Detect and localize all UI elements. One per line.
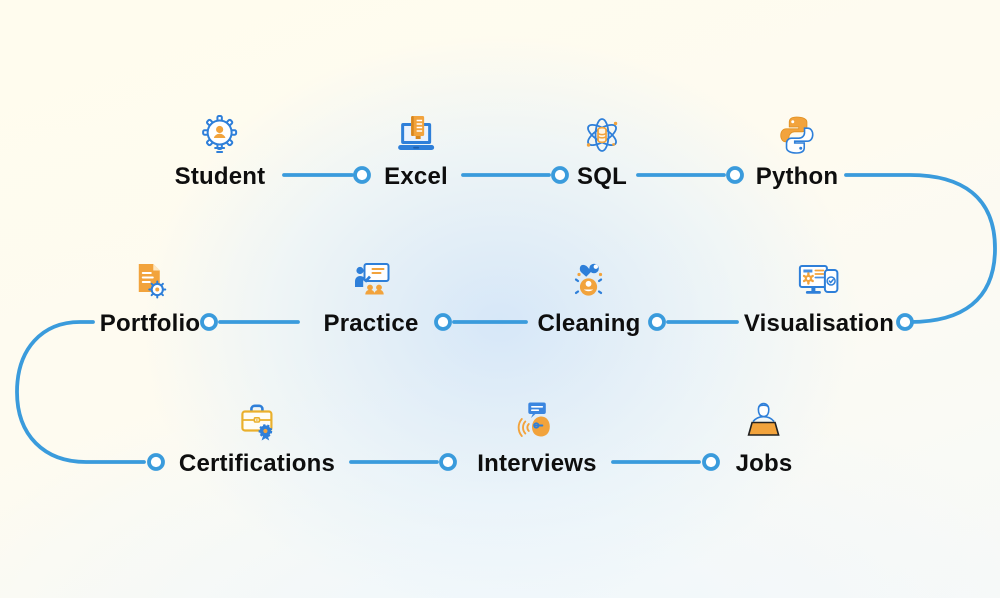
bug-body — [580, 278, 598, 296]
student-gear-icon — [196, 111, 244, 159]
node-ring-visualisation — [896, 313, 914, 331]
node-ring-sql — [551, 166, 569, 184]
briefcase-handle — [250, 404, 264, 412]
node-label-interviews: Interviews — [477, 450, 597, 477]
node-visualisation: Visualisation — [744, 258, 894, 338]
node-ring-cleaning — [648, 313, 666, 331]
node-label-certifications: Certifications — [178, 450, 336, 477]
briefcase-badge-icon — [233, 398, 281, 446]
node-practice: Practice — [324, 258, 419, 338]
node-label-student: Student — [174, 163, 266, 190]
person-desk-icon — [740, 398, 788, 446]
phone-check — [824, 269, 839, 293]
node-label-visualisation: Visualisation — [743, 310, 895, 337]
connector-python-visualisation-curve — [844, 173, 997, 324]
sound-waves — [517, 418, 530, 437]
notebook — [411, 116, 424, 139]
desk — [747, 421, 781, 436]
python-bottom-half — [786, 127, 814, 154]
bulb-base-lines — [214, 147, 226, 153]
rosette-badge — [258, 424, 273, 441]
node-sql: SQL — [577, 111, 627, 191]
node-student: Student — [175, 111, 266, 191]
node-cleaning: Cleaning — [538, 258, 641, 338]
node-ring-certifications — [147, 453, 165, 471]
node-ring-python — [726, 166, 744, 184]
node-portfolio: Portfolio — [100, 258, 200, 338]
node-ring-excel — [353, 166, 371, 184]
speech-bubble — [527, 402, 546, 418]
connector-portfolio-certifications-curve — [15, 320, 146, 464]
monitor-phone-icon — [795, 258, 843, 306]
person-outline — [752, 402, 776, 423]
node-label-excel: Excel — [384, 163, 448, 190]
node-label-sql: SQL — [577, 163, 627, 190]
node-certifications: Certifications — [179, 398, 335, 478]
bug-legs — [573, 277, 605, 296]
node-ring-portfolio — [200, 313, 218, 331]
chat-speaker-icon — [513, 398, 561, 446]
node-label-python: Python — [755, 163, 839, 190]
laptop-spreadsheet-icon — [392, 111, 440, 159]
monitor-stand — [811, 287, 816, 291]
database-cylinder — [597, 126, 607, 144]
gear-glyph — [148, 280, 167, 299]
document-gear-icon — [126, 258, 174, 306]
node-excel: Excel — [384, 111, 448, 191]
atom-database-icon — [578, 111, 626, 159]
bug-wrench-icon — [565, 258, 613, 306]
node-python: Python — [756, 111, 839, 191]
node-ring-practice — [434, 313, 452, 331]
node-ring-jobs — [702, 453, 720, 471]
gear-glyph — [802, 272, 815, 285]
node-label-practice: Practice — [323, 310, 419, 337]
presenter — [354, 266, 371, 287]
node-label-jobs: Jobs — [735, 450, 793, 477]
node-label-cleaning: Cleaning — [537, 310, 641, 337]
wrench-glyph — [580, 263, 600, 277]
audience — [364, 284, 384, 295]
node-interviews: Interviews — [477, 398, 596, 478]
node-jobs: Jobs — [736, 398, 793, 478]
node-label-portfolio: Portfolio — [99, 310, 201, 337]
atom-electrons — [586, 121, 618, 147]
presenter-board-icon — [347, 258, 395, 306]
python-logo-icon — [773, 111, 821, 159]
person-glyph — [214, 125, 226, 138]
speaking-head — [531, 416, 550, 437]
python-top-half — [780, 116, 808, 143]
node-ring-interviews — [439, 453, 457, 471]
